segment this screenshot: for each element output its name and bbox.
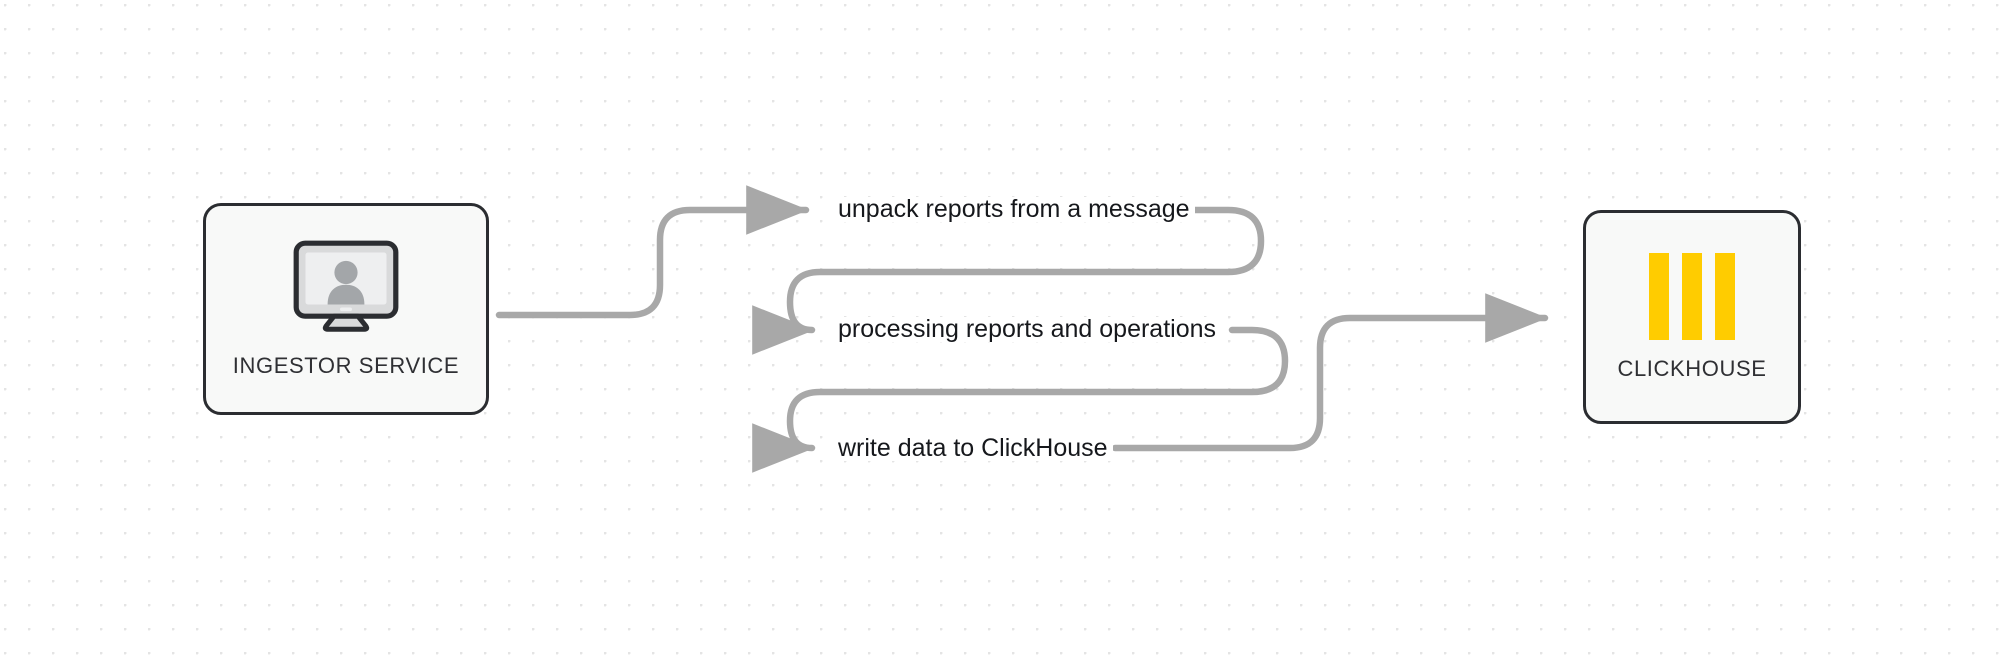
edge-path-unpack: [495, 185, 810, 319]
clickhouse-bar-1: [1649, 252, 1669, 340]
clickhouse-bar-3: [1715, 252, 1735, 340]
clickhouse-bars-icon: [1649, 252, 1735, 340]
clickhouse-bar-2: [1682, 252, 1702, 340]
node-ingestor-service-label: INGESTOR SERVICE: [232, 352, 460, 378]
desktop-user-monitor-icon: [293, 240, 399, 337]
node-clickhouse[interactable]: CLICKHOUSE: [1583, 210, 1801, 424]
node-ingestor-service[interactable]: INGESTOR SERVICE: [203, 203, 489, 415]
edge-path-loop-1: [752, 206, 1265, 355]
edge-label-write: write data to ClickHouse: [833, 436, 1113, 461]
node-clickhouse-label: CLICKHOUSE: [1617, 355, 1767, 381]
edge-label-processing: processing reports and operations: [833, 317, 1222, 342]
edge-path-loop-2: [752, 326, 1289, 473]
edge-label-unpack: unpack reports from a message: [833, 197, 1195, 222]
